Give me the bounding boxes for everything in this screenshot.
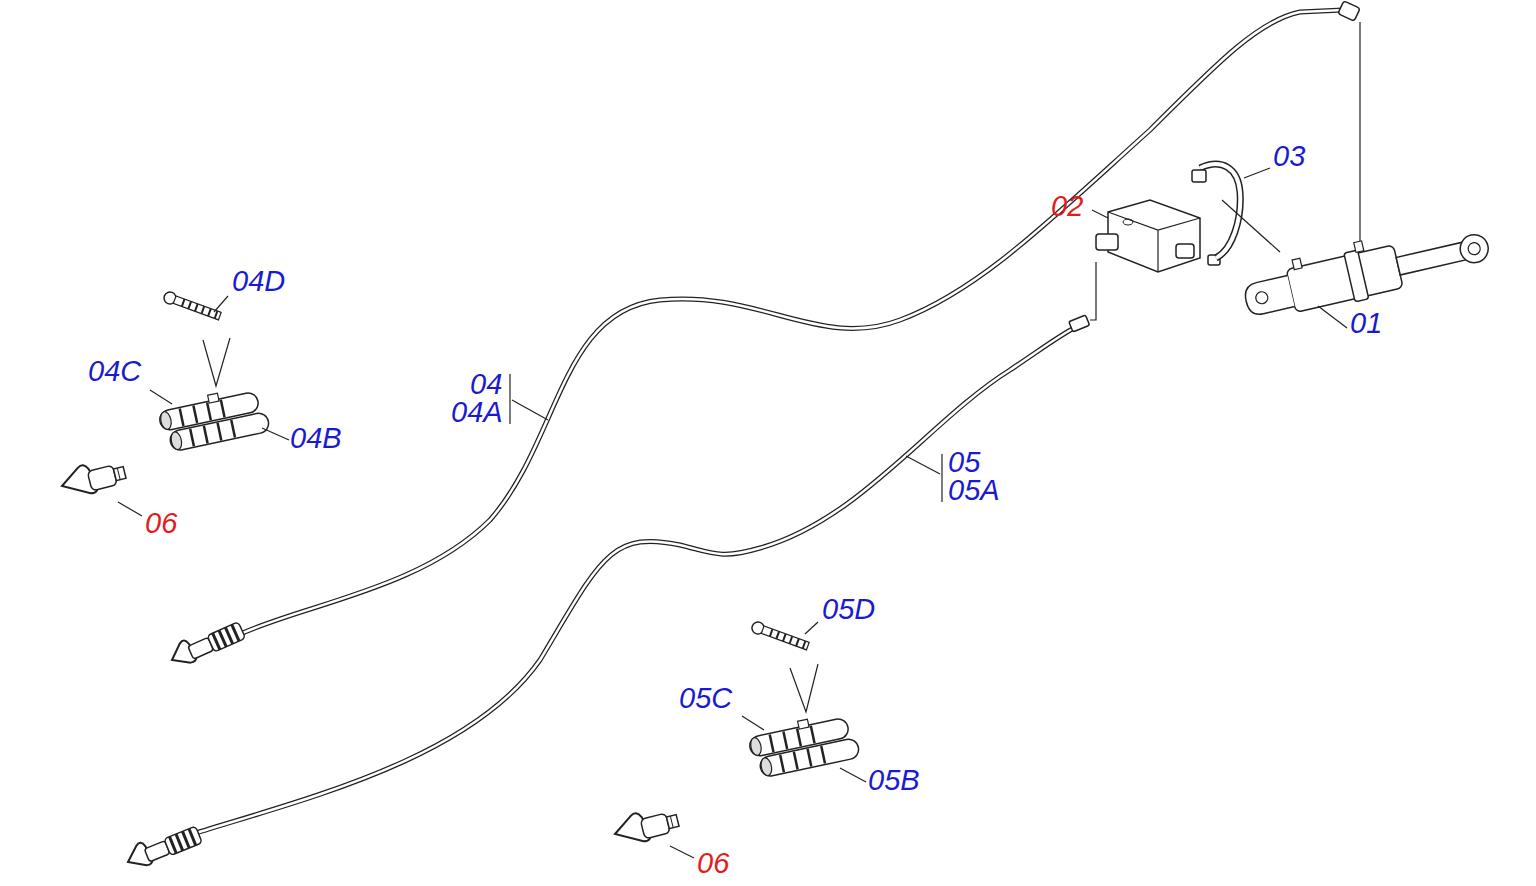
hose-coupler [167, 617, 246, 670]
callout-number: 02 [1051, 192, 1083, 221]
callout-number: 04 [470, 370, 502, 399]
hose-outline [236, 10, 1343, 636]
callout-number: 05A [948, 476, 1000, 505]
callout-number: 04A [451, 398, 503, 427]
callout-number: 04C [88, 357, 141, 386]
connection-line [1359, 22, 1360, 246]
hose-fitting [1069, 315, 1090, 332]
hose-outline [193, 327, 1076, 834]
dust-clip [58, 456, 127, 500]
pin [162, 290, 222, 321]
leader-lines [118, 168, 1347, 858]
callout-number: 06 [145, 509, 177, 538]
hose-inner [236, 10, 1343, 636]
valve-block [1096, 200, 1220, 272]
callout-number: 05 [948, 448, 980, 477]
pin [750, 620, 810, 651]
hose-coupler [123, 821, 202, 872]
callout-number: 04D [232, 267, 285, 296]
connection-line [1090, 262, 1096, 320]
callout-number: 05C [679, 684, 732, 713]
dust-clip [611, 804, 680, 848]
hose-inner [193, 327, 1076, 834]
callout-number: 05B [868, 766, 920, 795]
callout-number: 01 [1350, 309, 1382, 338]
hose [1192, 164, 1280, 258]
callout-number: 03 [1273, 142, 1305, 171]
hose [167, 1, 1361, 670]
callout-number: 06 [697, 849, 729, 878]
hose [123, 262, 1096, 872]
coupler-pair [157, 384, 271, 453]
callout-number: 04B [290, 424, 342, 453]
coupler-pair [747, 710, 861, 779]
callout-number: 05D [822, 595, 875, 624]
elbow-fitting [1338, 1, 1360, 21]
